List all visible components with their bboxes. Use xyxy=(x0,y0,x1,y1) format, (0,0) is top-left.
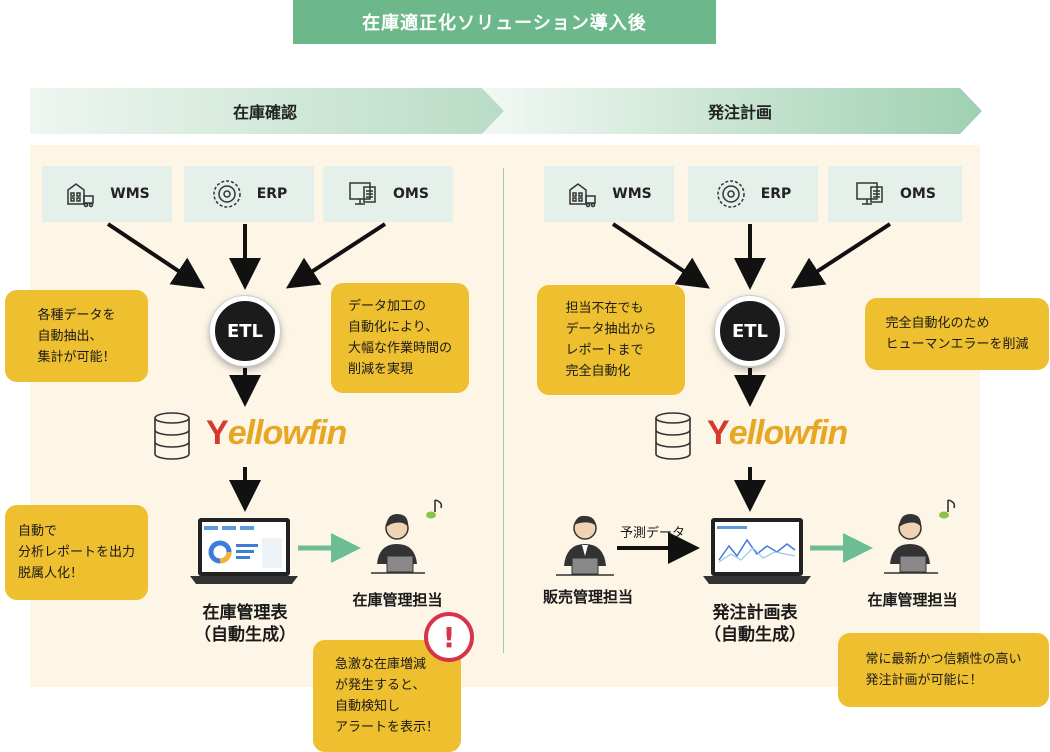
erp-icon xyxy=(716,180,745,208)
database-icon xyxy=(154,412,190,460)
etl-node-left: ETL xyxy=(210,296,280,366)
wms-label: WMS xyxy=(110,186,150,202)
alert-icon: ! xyxy=(424,612,474,662)
erp-label: ERP xyxy=(256,186,288,202)
note-reduce-human-error: 完全自動化のためヒューマンエラーを削減 xyxy=(865,298,1049,370)
document-monitor-icon xyxy=(856,182,883,205)
forecast-data-label: 予測データ xyxy=(620,526,686,541)
oms-label: OMS xyxy=(900,186,936,202)
system-oms-left: OMS xyxy=(323,166,453,222)
panel-divider xyxy=(503,168,504,653)
system-wms-right: WMS xyxy=(544,166,674,222)
laptop-chart-icon xyxy=(703,518,811,584)
yellowfin-logo-right: Yellowfin xyxy=(707,414,848,452)
order-plan-caption: 発注計画表（自動生成） xyxy=(704,603,806,645)
note-processing-automation: データ加工の自動化により、大幅な作業時間の削減を実現 xyxy=(331,283,469,393)
wms-label: WMS xyxy=(612,186,652,202)
note-reliable-plan: 常に最新かつ信頼性の高い発注計画が可能に！ xyxy=(838,633,1049,707)
system-wms-left: WMS xyxy=(42,166,172,222)
note-full-automation: 担当不在でもデータ抽出からレポートまで完全自動化 xyxy=(537,285,685,395)
inventory-table-caption: 在庫管理表（自動生成） xyxy=(194,603,296,645)
laptop-dashboard-icon xyxy=(190,518,298,584)
section-label-inventory: 在庫確認 xyxy=(232,103,297,122)
database-icon xyxy=(655,412,691,460)
inventory-person-icon xyxy=(371,499,443,574)
warehouse-icon xyxy=(569,183,597,208)
sales-person-label: 販売管理担当 xyxy=(542,588,633,606)
oms-label: OMS xyxy=(393,186,429,202)
section-label-order-plan: 発注計画 xyxy=(707,103,772,122)
system-erp-right: ERP xyxy=(688,166,818,222)
banner-left xyxy=(30,88,504,134)
note-auto-report: 自動で分析レポートを出力脱属人化！ xyxy=(5,505,148,600)
banner-right xyxy=(482,88,982,134)
etl-node-right: ETL xyxy=(715,296,785,366)
erp-label: ERP xyxy=(760,186,792,202)
document-monitor-icon xyxy=(349,182,376,205)
section-banners xyxy=(30,88,982,134)
yellowfin-logo-left: Yellowfin xyxy=(206,414,347,452)
note-auto-extract: 各種データを自動抽出、集計が可能！ xyxy=(5,290,148,382)
warehouse-icon xyxy=(67,183,95,208)
inventory-person-label-right: 在庫管理担当 xyxy=(867,591,958,609)
page-title: 在庫適正化ソリューション導入後 xyxy=(293,0,716,44)
erp-icon xyxy=(212,180,241,208)
inventory-person-label: 在庫管理担当 xyxy=(352,591,443,609)
sales-person-icon xyxy=(556,515,614,576)
system-oms-right: OMS xyxy=(828,166,962,222)
inventory-person-icon xyxy=(884,499,956,574)
system-erp-left: ERP xyxy=(184,166,314,222)
